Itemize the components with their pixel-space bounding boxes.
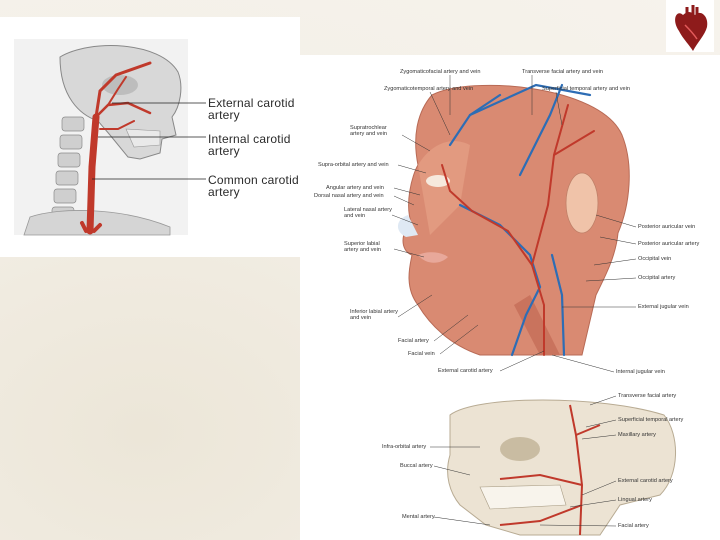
label-external-carotid: External carotid artery bbox=[208, 96, 295, 122]
label-zygomaticotemporal: Zygomaticotemporal artery and vein bbox=[384, 86, 474, 92]
label-mental: Mental artery bbox=[402, 514, 435, 520]
label-external-carotid-face: External carotid artery bbox=[438, 368, 493, 374]
label-transverse-facial-skull: Transverse facial artery bbox=[618, 393, 677, 399]
label-occipital-artery: Occipital artery bbox=[638, 275, 676, 281]
label-superficial-temporal-skull: Superficial temporal artery bbox=[618, 417, 684, 423]
label-posterior-auricular-vein: Posterior auricular vein bbox=[638, 224, 696, 230]
face-vessels-panel: Zygomaticofacial artery and vein Transve… bbox=[300, 55, 720, 540]
label-dorsal-nasal: Dorsal nasal artery and vein bbox=[314, 193, 384, 199]
label-buccal: Buccal artery bbox=[400, 463, 433, 469]
label-transverse-facial: Transverse facial artery and vein bbox=[522, 69, 603, 75]
label-external-jugular: External jugular vein bbox=[638, 304, 689, 310]
label-supratrochlear: Supratrochlear artery and vein bbox=[350, 125, 388, 138]
neck-arteries-panel: External carotid artery Internal carotid… bbox=[0, 17, 300, 257]
label-occipital-vein: Occipital vein bbox=[638, 256, 672, 262]
label-facial-skull: Facial artery bbox=[618, 523, 649, 529]
label-facial-vein: Facial vein bbox=[408, 351, 435, 357]
label-supra-orbital: Supra-orbital artery and vein bbox=[318, 162, 389, 168]
label-zygomaticofacial: Zygomaticofacial artery and vein bbox=[400, 69, 481, 75]
label-angular: Angular artery and vein bbox=[326, 185, 384, 191]
label-superficial-temporal: Superficial temporal artery and vein bbox=[542, 86, 630, 92]
label-lateral-nasal: Lateral nasal artery and vein bbox=[344, 207, 392, 220]
label-internal-jugular: Internal jugular vein bbox=[616, 369, 665, 375]
label-infra-orbital: Infra-orbital artery bbox=[382, 444, 427, 450]
label-superior-labial: Superior labial artery and vein bbox=[344, 241, 382, 254]
label-internal-carotid: Internal carotid artery bbox=[208, 132, 291, 158]
neck-illustration bbox=[14, 39, 206, 236]
label-common-carotid: Common carotid artery bbox=[208, 173, 299, 199]
label-facial-artery: Facial artery bbox=[398, 338, 429, 344]
label-inferior-labial: Inferior labial artery and vein bbox=[350, 309, 398, 322]
label-lingual: Lingual artery bbox=[618, 497, 652, 503]
face-illustration bbox=[397, 83, 676, 536]
label-posterior-auricular-artery: Posterior auricular artery bbox=[638, 241, 700, 247]
label-maxillary: Maxillary artery bbox=[618, 432, 656, 438]
label-external-carotid-skull: External carotid artery bbox=[618, 478, 673, 484]
